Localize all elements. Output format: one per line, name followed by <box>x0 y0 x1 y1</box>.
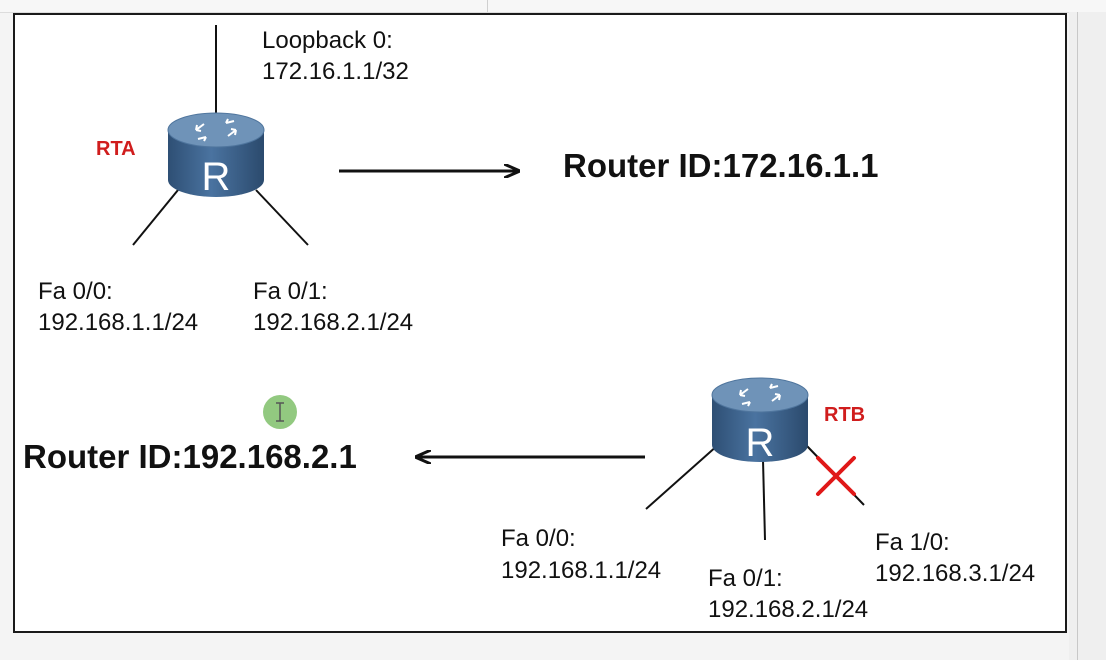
rtb-fa01-ip: 192.168.2.1/24 <box>708 596 869 623</box>
rta-fa00-link <box>132 189 179 246</box>
rtb-fa10-ip: 192.168.3.1/24 <box>875 560 1036 587</box>
rta-fa01-ip: 192.168.2.1/24 <box>253 309 414 336</box>
rtb-router-id: Router ID:192.168.2.1 <box>23 438 357 475</box>
rta-router-letter: R <box>202 155 231 199</box>
rta-loopback-label: Loopback 0: <box>262 27 393 54</box>
rtb-router-icon: R <box>711 377 809 465</box>
rtb-router-name: RTB <box>824 404 866 426</box>
rta-router-name: RTA <box>96 138 136 160</box>
rtb-fa00-label: Fa 0/0: <box>501 525 576 552</box>
rtb-router-letter: R <box>746 421 775 465</box>
rtb-fa01-label: Fa 0/1: <box>708 565 783 592</box>
rtb-fa01-link <box>762 459 766 541</box>
rta-loopback-ip: 172.16.1.1/32 <box>262 58 409 85</box>
window-top-bar <box>0 0 1106 13</box>
rta-router-id: Router ID:172.16.1.1 <box>563 147 879 184</box>
rta-fa01-label: Fa 0/1: <box>253 278 328 305</box>
rta-fa00-label: Fa 0/0: <box>38 278 113 305</box>
rtb-fa00-ip: 192.168.1.1/24 <box>501 557 662 584</box>
rtb-fa00-link <box>645 444 719 510</box>
top-bar-divider <box>487 0 488 12</box>
right-edge-panel <box>1069 12 1106 660</box>
right-edge-separator <box>1077 12 1078 660</box>
rtb-fa10-label: Fa 1/0: <box>875 529 950 556</box>
rta-fa01-link <box>255 189 309 246</box>
interface-down-x-icon <box>816 456 856 496</box>
presenter-cursor-icon <box>263 395 297 429</box>
rta-router-icon: R <box>167 112 265 199</box>
rta-fa00-ip: 192.168.1.1/24 <box>38 309 199 336</box>
